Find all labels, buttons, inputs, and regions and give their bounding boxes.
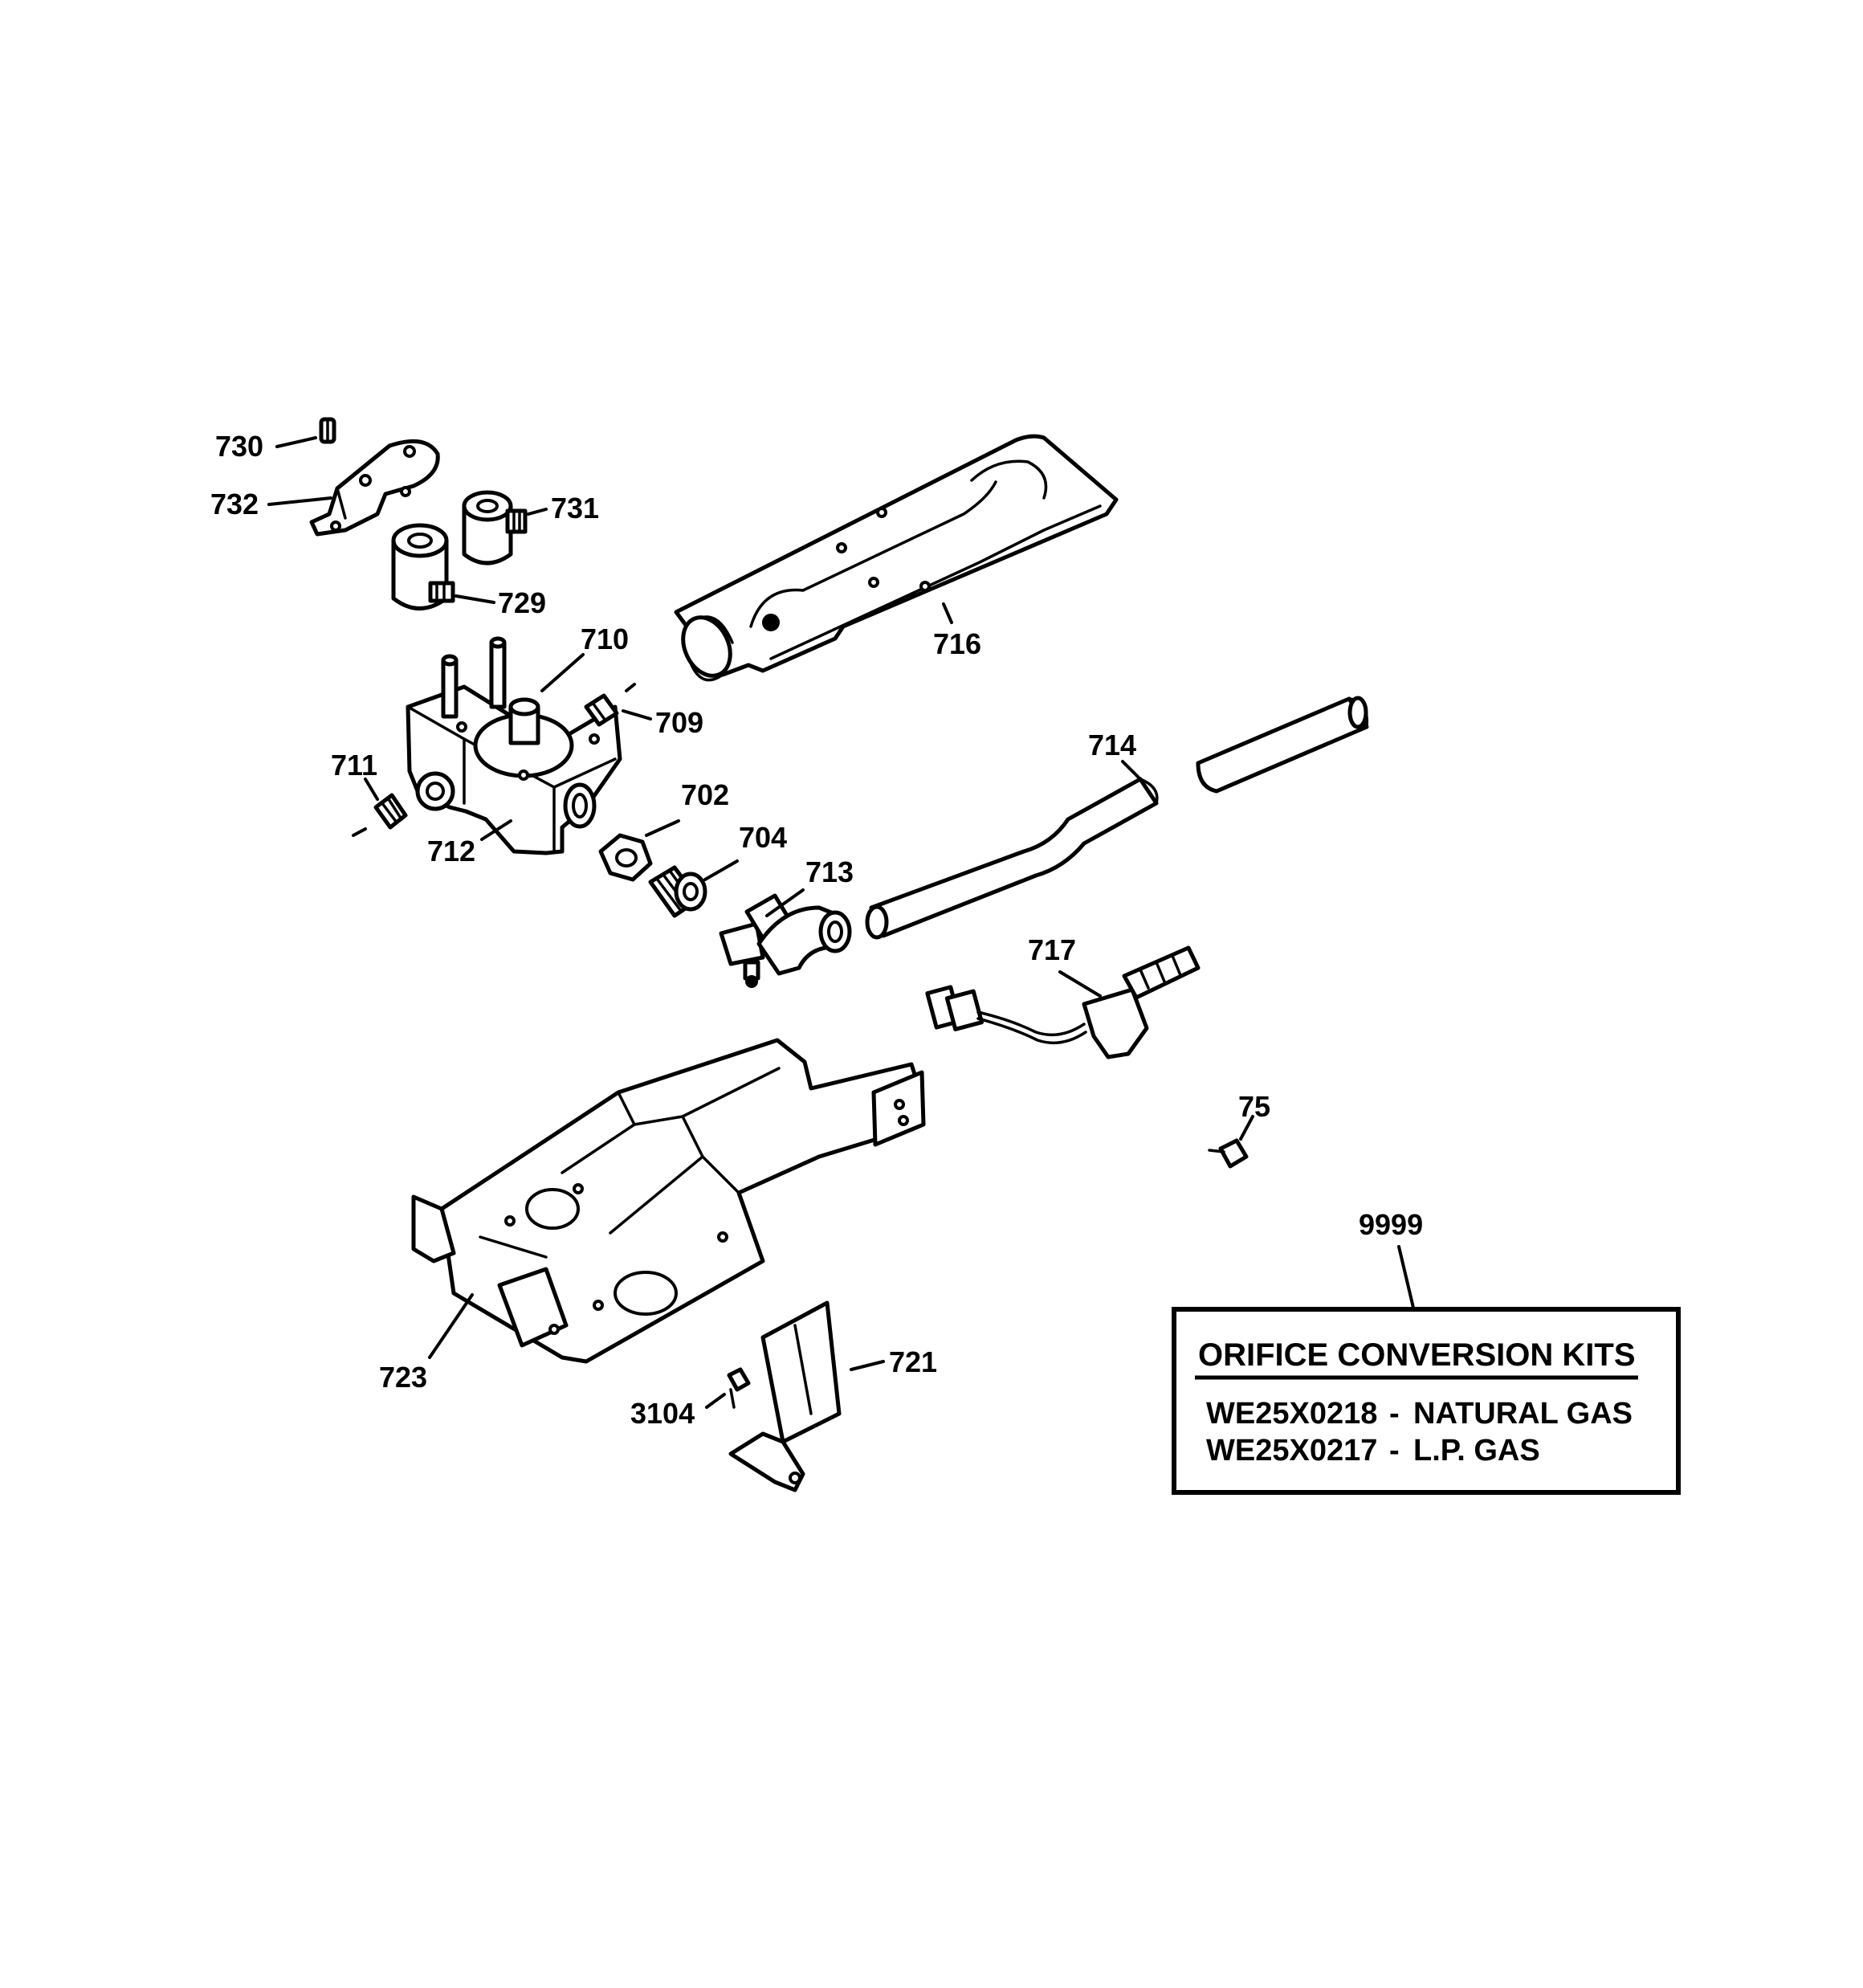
part-721-shield [728, 1300, 885, 1492]
orifice-kit-box [1172, 1307, 1681, 1495]
callout-732: 732 [210, 488, 259, 520]
part-712-gas-valve-body [406, 636, 622, 855]
part-731-valve-coil [462, 490, 548, 565]
callout-716: 716 [933, 627, 981, 660]
callout-714: 714 [1088, 729, 1136, 761]
callout-731: 731 [551, 492, 599, 525]
callout-713: 713 [805, 855, 854, 888]
callout-723: 723 [379, 1361, 427, 1394]
callout-710: 710 [581, 623, 629, 655]
part-729-valve-coil [391, 523, 495, 610]
callout-712: 712 [427, 835, 475, 867]
part-709-fitting [584, 683, 652, 727]
callout-717: 717 [1028, 933, 1076, 966]
kit-row-1-description: NATURAL GAS [1413, 1397, 1633, 1431]
part-714-gas-supply-pipe [865, 696, 1369, 940]
part-723-burner-bracket [411, 1038, 926, 1364]
kit-row-2-separator: - [1389, 1434, 1400, 1468]
callout-709: 709 [655, 706, 703, 739]
part-732-coil-bracket [267, 439, 440, 537]
part-704-orifice-fitting [648, 859, 739, 918]
callout-704: 704 [739, 821, 787, 854]
callout-730: 730 [215, 430, 263, 463]
kit-row-2-part-number: WE25X0217 [1206, 1434, 1377, 1468]
part-702-flare-nut [598, 819, 680, 882]
callout-721: 721 [889, 1345, 937, 1378]
part-75-screw [1208, 1115, 1254, 1169]
callout-711: 711 [331, 749, 377, 782]
part-3104-screw [705, 1367, 751, 1409]
kit-box-title: ORIFICE CONVERSION KITS [1198, 1337, 1636, 1373]
kit-row-2-description: L.P. GAS [1413, 1434, 1540, 1468]
kit-row-1-separator: - [1389, 1397, 1400, 1431]
part-713-shutoff-valve [719, 888, 852, 988]
part-711-plug [352, 778, 408, 837]
kit-row-1-part-number: WE25X0218 [1206, 1397, 1377, 1431]
part-730-screw [275, 417, 336, 448]
callout-75: 75 [1238, 1090, 1270, 1123]
callout-729: 729 [498, 586, 546, 619]
callout-702: 702 [681, 778, 729, 811]
part-716-burner-tube [674, 434, 1119, 682]
callout-3104: 3104 [630, 1397, 695, 1430]
leader-9999 [1397, 1245, 1415, 1309]
part-717-igniter [925, 945, 1201, 1059]
callout-9999: 9999 [1359, 1208, 1423, 1241]
